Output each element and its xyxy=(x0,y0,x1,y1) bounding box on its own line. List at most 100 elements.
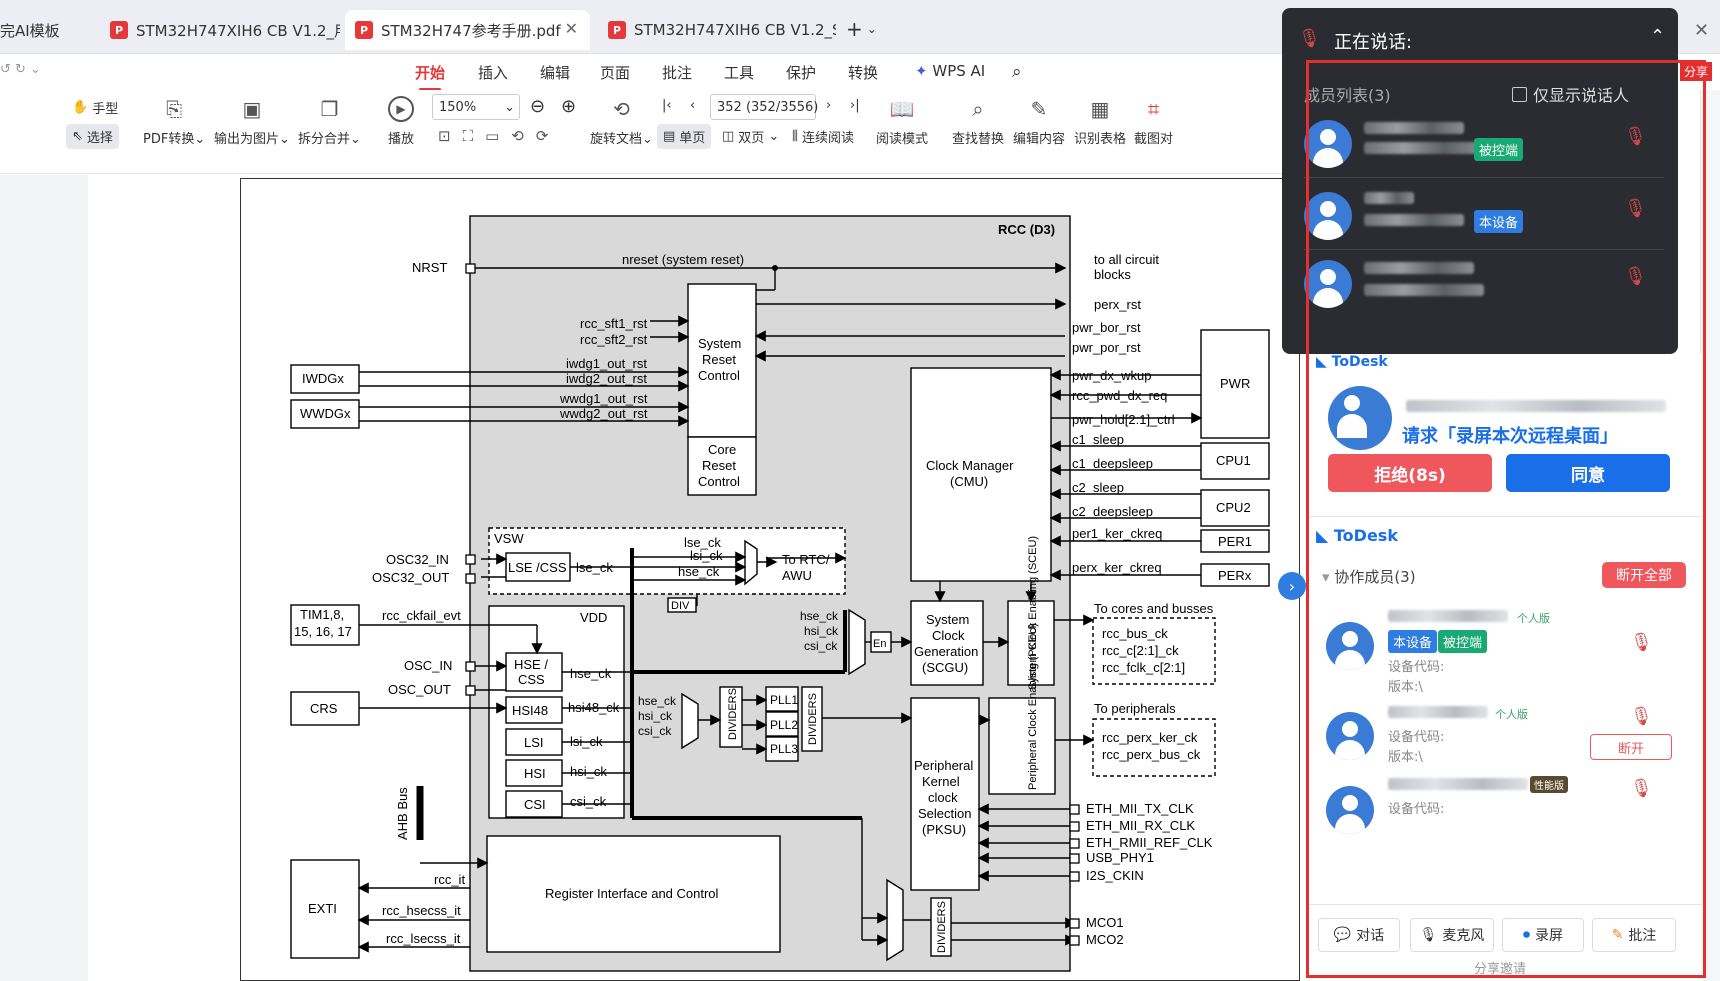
todesk-logo-icon: ◣ xyxy=(1316,354,1327,370)
prev-page-icon[interactable]: ‹ xyxy=(690,98,696,113)
screenshot-button[interactable]: ⌗截图对 xyxy=(1134,97,1174,147)
avatar xyxy=(1328,386,1392,450)
tim-label: TIM1,8, xyxy=(300,607,344,622)
plan-badge: 个人版 xyxy=(1517,612,1550,625)
nrst-label: NRST xyxy=(412,260,447,275)
tab-ai-template[interactable]: 完AI模板 xyxy=(0,21,60,40)
vsw-label: VSW xyxy=(494,531,524,546)
fit-icons[interactable]: ⊡ ⛶ ▭ ⟲ ⟳ xyxy=(438,127,548,145)
undo-icon[interactable]: ↺ ↻ ⌄ xyxy=(0,62,41,77)
to-rtc-label: To RTC/ xyxy=(782,552,830,567)
first-page-icon[interactable]: |‹ xyxy=(662,98,672,113)
close-window-icon[interactable]: ✕ xyxy=(1694,20,1710,41)
pdf-convert-button[interactable]: ⎘PDF转换⌄ xyxy=(143,97,206,147)
read-mode-button[interactable]: 📖阅读模式 xyxy=(876,97,929,147)
reject-button[interactable]: 拒绝(8s) xyxy=(1328,454,1492,492)
plan-badge: 个人版 xyxy=(1495,708,1528,721)
record-button[interactable]: ⏺录屏 xyxy=(1502,918,1584,952)
mic-muted-icon[interactable]: 🎙 xyxy=(1624,198,1647,219)
collaborators-header[interactable]: ▾ 协作成员(3) xyxy=(1322,568,1416,586)
export-image-button[interactable]: ▣输出为图片⌄ xyxy=(214,97,290,147)
member-row: 本设备 🎙 xyxy=(1304,184,1664,250)
rotate-button[interactable]: ⟲旋转文档⌄ xyxy=(590,97,653,147)
agree-button[interactable]: 同意 xyxy=(1506,454,1670,492)
play-button[interactable]: ▶播放 xyxy=(388,96,414,147)
c2-deepsleep-label: c2_deepsleep xyxy=(1072,504,1153,519)
invite-link[interactable]: 分享邀请 xyxy=(1474,962,1527,977)
checkbox-icon xyxy=(1512,86,1527,102)
single-page-button[interactable]: ▤单页 xyxy=(657,124,712,149)
fit-page-icon[interactable]: ⛶ xyxy=(462,127,474,145)
device-code-label: 设备代码: xyxy=(1388,802,1445,817)
find-replace-button[interactable]: ⌕查找替换 xyxy=(952,97,1005,147)
div-label: DIV xyxy=(671,600,690,612)
menu-annotate[interactable]: 批注 xyxy=(662,64,693,82)
menu-insert[interactable]: 插入 xyxy=(478,64,509,82)
menu-start[interactable]: 开始 xyxy=(415,64,446,91)
pll3-label: PLL3 xyxy=(770,742,798,756)
menu-page[interactable]: 页面 xyxy=(600,64,631,82)
performance-badge: 性能版 xyxy=(1530,776,1568,793)
edit-content-button[interactable]: ✎编辑内容 xyxy=(1013,97,1066,147)
zoom-out-icon[interactable]: ⊖ xyxy=(530,96,546,117)
microphone-button[interactable]: 🎙麦克风 xyxy=(1410,918,1494,952)
fit-width-icon[interactable]: ▭ xyxy=(485,127,500,145)
actual-size-icon[interactable]: ⊡ xyxy=(438,127,451,145)
annotate-button[interactable]: ✎批注 xyxy=(1592,918,1676,952)
disconnect-all-button[interactable]: 断开全部 xyxy=(1602,562,1686,588)
scgu-line4: (SCGU) xyxy=(922,660,968,675)
to-periph-label: To peripherals xyxy=(1094,701,1176,716)
edit-icon: ✎ xyxy=(1030,97,1048,121)
cursor-icon: ⇖ xyxy=(72,129,83,144)
hsi-ck-sys-label: hsi_ck xyxy=(804,624,839,638)
status-badge: 本设备 xyxy=(1474,210,1524,233)
last-page-icon[interactable]: ›| xyxy=(850,98,860,113)
hand-tool[interactable]: ✋手型 xyxy=(72,100,119,117)
hse-ck-pll-label: hse_ck xyxy=(638,694,677,708)
rotate-right-icon[interactable]: ⟳ xyxy=(535,127,549,145)
continuous-read-button[interactable]: ⫼连续阅读 xyxy=(792,129,854,146)
zoom-select[interactable]: 150%⌄ xyxy=(432,94,520,120)
hse-ck-mux-label: hse_ck xyxy=(678,564,720,579)
menu-edit[interactable]: 编辑 xyxy=(540,64,571,82)
search-icon[interactable]: ⌕ xyxy=(1012,62,1022,82)
perx-ker-label: perx_ker_ckreq xyxy=(1072,560,1162,575)
zoom-in-icon[interactable]: ⊕ xyxy=(561,96,577,117)
mic-muted-icon[interactable]: 🎙 xyxy=(1630,632,1653,653)
select-tool[interactable]: ⇖选择 xyxy=(66,124,119,149)
collapse-icon[interactable]: ⌃ xyxy=(1650,26,1666,47)
menu-protect[interactable]: 保护 xyxy=(786,64,817,82)
hse-css-line2: CSS xyxy=(518,672,545,687)
split-merge-button[interactable]: ❐拆分合并⌄ xyxy=(298,97,361,147)
menu-tools[interactable]: 工具 xyxy=(724,64,755,82)
blurred-id xyxy=(1364,142,1484,154)
dialog-button[interactable]: 💬对话 xyxy=(1318,918,1400,952)
version-label: 版本:\ xyxy=(1388,680,1423,695)
new-tab-icon[interactable]: + ⌄ xyxy=(846,17,877,41)
mic-muted-icon: 🎙 xyxy=(1298,28,1321,49)
rotate-left-icon[interactable]: ⟲ xyxy=(511,127,524,145)
page-input[interactable]: 352 (352/3556) xyxy=(710,94,818,120)
disconnect-button[interactable]: 断开 xyxy=(1590,734,1672,760)
sidebar-toggle-button[interactable]: › xyxy=(1278,572,1306,600)
pdf-convert-icon: ⎘ xyxy=(166,97,183,121)
share-tag: 分享 xyxy=(1680,62,1713,81)
double-page-button[interactable]: ◫双页⌄ xyxy=(722,129,780,146)
next-page-icon[interactable]: › xyxy=(826,98,832,113)
menu-wps-ai[interactable]: ✦ WPS AI xyxy=(915,62,986,80)
menu-convert[interactable]: 转换 xyxy=(848,64,879,82)
lsi-ck-label: lsi_ck xyxy=(570,734,603,749)
mic-muted-icon[interactable]: 🎙 xyxy=(1630,706,1653,727)
close-icon[interactable]: ✕ xyxy=(564,19,578,38)
recognize-table-button[interactable]: ▦识别表格 xyxy=(1074,97,1127,147)
mic-muted-icon[interactable]: 🎙 xyxy=(1624,266,1647,287)
only-speaker-checkbox[interactable]: 仅显示说话人 xyxy=(1512,82,1629,106)
mic-muted-icon[interactable]: 🎙 xyxy=(1624,126,1647,147)
blurred-name xyxy=(1388,778,1528,790)
hsi-ck-label: hsi_ck xyxy=(570,764,607,779)
nreset-label: nreset (system reset) xyxy=(622,252,744,267)
mic-muted-icon[interactable]: 🎙 xyxy=(1630,778,1653,799)
